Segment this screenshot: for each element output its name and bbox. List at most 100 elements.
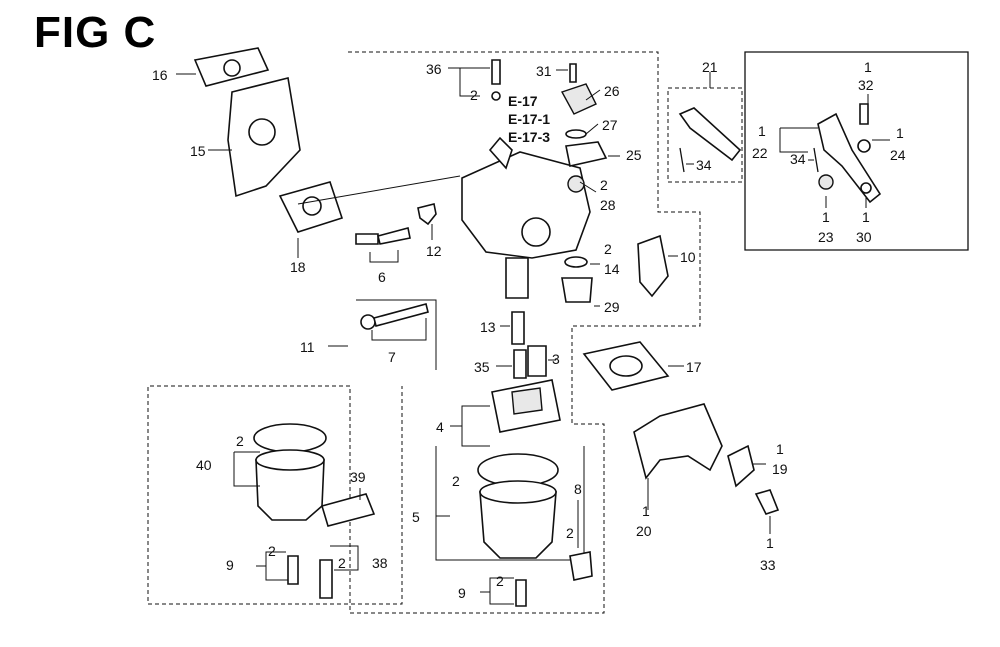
throttle-stop-screw-part <box>360 303 429 330</box>
callout-label: 40 <box>196 457 212 473</box>
callout-label: 32 <box>858 77 874 93</box>
throttle-lever-part <box>817 112 882 204</box>
nut-part <box>567 175 585 193</box>
callout-label: 38 <box>372 555 388 571</box>
callout-label: 30 <box>856 229 872 245</box>
left-drain-screw-part <box>319 559 333 599</box>
callout-label: 15 <box>190 143 206 159</box>
main-jet-part <box>511 311 525 345</box>
callout-label: 8 <box>574 481 582 497</box>
callout-label: 5 <box>412 509 420 525</box>
drain-screw-part <box>417 203 437 226</box>
float-bowl-part <box>477 453 559 559</box>
callout-label: 2 <box>268 543 276 559</box>
callout-label: 2 <box>236 433 244 449</box>
callout-label: 1 <box>822 209 830 225</box>
float-pin-part <box>527 345 547 377</box>
callout-label: 39 <box>350 469 366 485</box>
callout-label: 12 <box>426 243 442 259</box>
callout-label: 9 <box>458 585 466 601</box>
callout-label: 22 <box>752 145 768 161</box>
callout-label: 28 <box>600 197 616 213</box>
callout-label: 14 <box>604 261 620 277</box>
callout-label: 31 <box>536 63 552 79</box>
reference-code-e17: E-17 <box>508 93 538 109</box>
callout-label: 1 <box>776 441 784 457</box>
left-bowl-screw-part <box>287 555 299 585</box>
callout-label: 16 <box>152 67 168 83</box>
callout-label: 2 <box>604 241 612 257</box>
callout-label: 1 <box>864 59 872 75</box>
throttle-washer-part <box>860 182 872 194</box>
cable-clip-part <box>727 444 755 488</box>
nozzle-part <box>513 349 527 379</box>
insulator-gasket-part <box>193 47 270 87</box>
figure-title: FIG C <box>34 8 157 57</box>
pilot-screw-group-outline <box>356 299 437 370</box>
insulator-bracket-part <box>227 77 301 198</box>
throttle-collar-part <box>857 139 871 153</box>
callout-label: 19 <box>772 461 788 477</box>
callout-label: 1 <box>766 535 774 551</box>
callout-label: 2 <box>452 473 460 489</box>
callout-label: 21 <box>702 59 718 75</box>
callout-label: 17 <box>686 359 702 375</box>
callout-label: 29 <box>604 299 620 315</box>
throttle-nut-part <box>818 174 834 190</box>
callout-label: 25 <box>626 147 642 163</box>
callout-label: 34 <box>790 151 806 167</box>
callout-label: 1 <box>862 209 870 225</box>
callout-label: 18 <box>290 259 306 275</box>
mounting-bracket-part <box>633 403 723 480</box>
drain-tube-part <box>320 493 376 527</box>
callout-label: 1 <box>758 123 766 139</box>
bracket-screw-part <box>754 489 780 515</box>
callout-label: 33 <box>760 557 776 573</box>
choke-plate-part <box>637 234 669 298</box>
callout-label: 10 <box>680 249 696 265</box>
carburetor-body-part <box>461 136 591 299</box>
callout-label: 1 <box>896 125 904 141</box>
drain-bowl-group-outline <box>435 446 585 561</box>
cover-screw-part <box>491 59 501 85</box>
callout-label: 13 <box>480 319 496 335</box>
top-screw-part <box>569 63 577 83</box>
callout-label: 7 <box>388 349 396 365</box>
bowl-drain-screw-part <box>569 551 593 581</box>
choke-spring-part <box>679 147 685 173</box>
o-ring-part <box>564 256 588 268</box>
carburetor-group-outline <box>147 51 701 614</box>
callout-label: 6 <box>378 269 386 285</box>
washer-part <box>565 129 587 139</box>
callout-label: 2 <box>338 555 346 571</box>
choke-lever-group-outline <box>667 87 743 183</box>
top-cap-part <box>560 83 597 115</box>
callout-label: 27 <box>602 117 618 133</box>
needle-holder-part <box>565 141 608 167</box>
leader-lines <box>176 67 890 605</box>
air-filter-gasket-part <box>582 341 670 391</box>
callout-label: 2 <box>470 87 478 103</box>
pilot-screw-part <box>355 227 411 245</box>
callout-label: 9 <box>226 557 234 573</box>
reference-code-e17-3: E-17-3 <box>508 129 550 145</box>
callout-label: 23 <box>818 229 834 245</box>
callout-label: 11 <box>300 339 315 355</box>
throttle-screw-part <box>859 103 869 125</box>
callout-label: 20 <box>636 523 652 539</box>
float-bowl-cap-part <box>561 277 593 303</box>
callout-label: 3 <box>552 351 560 367</box>
callout-label: 34 <box>696 157 712 173</box>
callout-label: 2 <box>566 525 574 541</box>
cover-washer-part <box>491 91 501 101</box>
throttle-spring-part <box>813 147 819 173</box>
choke-lever-part <box>678 107 742 162</box>
reference-code-e17-1: E-17-1 <box>508 111 550 127</box>
callout-label: 24 <box>890 147 906 163</box>
callout-label: 35 <box>474 359 490 375</box>
drain-bowl-left-part <box>253 423 327 521</box>
carburetor-gasket-part <box>278 181 344 233</box>
callout-label: 2 <box>600 177 608 193</box>
throttle-lever-group-outline <box>744 51 969 251</box>
